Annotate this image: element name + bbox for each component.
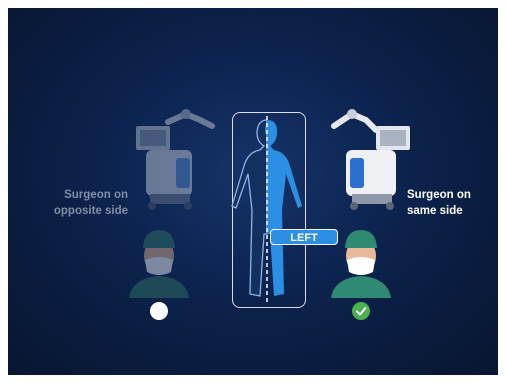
surgeon-position-screen: Surgeon on opposite side Surgeon on same… bbox=[8, 8, 498, 375]
checkmark-icon bbox=[352, 302, 370, 320]
patient-body-icon bbox=[214, 114, 320, 304]
same-side-label: Surgeon on same side bbox=[407, 187, 491, 219]
opposite-side-label: Surgeon on opposite side bbox=[44, 187, 128, 219]
same-side-radio[interactable] bbox=[352, 302, 370, 320]
left-side-tag: LEFT bbox=[270, 229, 338, 245]
surgeon-icon bbox=[124, 222, 194, 298]
robot-cart-icon bbox=[326, 108, 416, 214]
robot-cart-icon bbox=[130, 108, 220, 214]
opposite-side-radio[interactable] bbox=[150, 302, 168, 320]
